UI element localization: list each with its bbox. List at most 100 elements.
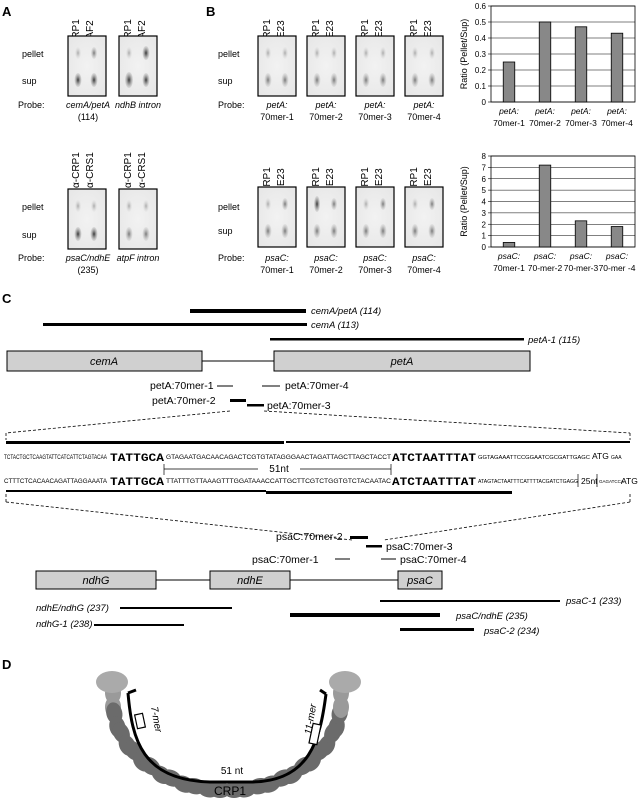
row-label-pellet: pellet [22,202,44,212]
y-tick-label: 1 [482,232,487,241]
blot-spot [411,73,419,87]
x-tick-label: petA: [534,106,555,116]
blot-spot [90,73,98,87]
blot-membrane [67,188,107,250]
rna-strand [127,688,137,695]
x-tick-label: psaC: [569,251,593,261]
x-tick-label: 70-mer -4 [599,263,636,273]
zoom-line [263,410,631,434]
probe-name: 70mer-1 [260,112,294,122]
y-axis-label: Ratio (Pellet/Sup) [459,19,469,90]
repeat-cap [329,671,361,693]
probe-name: petA: [265,100,288,110]
seq-top-right: GGTAGAAATTCCGGAATCGCGATTGAGC [478,455,590,461]
blot-spot [281,73,289,87]
blot-spot [331,47,337,59]
x-tick-label: 70mer-3 [565,118,597,128]
bar [574,26,588,103]
zoom-line [5,410,231,434]
seq-overlay-bar [266,491,512,494]
y-tick-label: 0 [482,243,487,252]
oligo-label-psaC-4: psaC:70mer-4 [400,554,467,566]
probe-label-psaC-ndhE: psaC/ndhE (235) [455,611,528,622]
row-label-sup: sup [22,230,37,240]
bar [502,242,516,248]
blot-spot [74,73,82,87]
blot-spot [379,224,387,238]
zoom-line [5,501,353,541]
bar [574,220,588,248]
seq-bot-tail: GAGATCCA [599,479,624,484]
oligo-label-psaC-2: psaC:70mer-2 [276,531,343,543]
probe-label-petA-1: petA-1 (115) [527,335,580,346]
blot-spot [314,47,320,59]
x-tick-label: 70-mer-3 [564,263,599,273]
probe-number: (114) [78,112,98,122]
probe-label: Probe: [218,100,245,110]
probe-label-ndhG-1: ndhG-1 (238) [36,619,93,630]
probe-name: ndhB intron [115,100,161,110]
seq-bot-mid: TTATTTGTTAAAGTTTGGATAAACCATTGCTTCGTCTGGT… [166,478,391,485]
probe-name: psaC: [264,253,289,263]
probe-name: 70mer-4 [407,112,441,122]
panel-d: 7-mer 11-mer 51 nt CRP1 [96,671,361,798]
row-label-sup: sup [22,76,37,86]
blot-spot [264,73,272,87]
probe-number: (235) [77,265,98,275]
antibody-label: α-OE23 [276,168,287,203]
blot-spot [363,47,369,59]
protein-label-crp1: CRP1 [214,784,246,798]
row-label-pellet: pellet [218,49,240,59]
oligo-label-petA-1: petA:70mer-1 [150,380,214,392]
oligo-label-psaC-1: psaC:70mer-1 [252,554,319,566]
probe-bar-cemA-petA [190,309,306,313]
probe-label: Probe: [18,253,45,263]
blot-spot [125,72,133,88]
antibody-label: α-CRP1 [360,167,371,203]
oligo-bar-psaC-2 [350,536,368,539]
probe-label-cemA: cemA (113) [311,320,359,331]
probe-bar-psaC-2 [400,628,474,631]
zoom-line [383,501,631,541]
motif-bot-1: TATTGCA [110,477,164,489]
probe-name: psaC: [411,253,436,263]
panel-b-blots: pellet sup Probe: pellet sup Probe: [218,49,245,263]
blot-membrane [257,186,297,248]
row-label-sup: sup [218,226,233,236]
row-label-pellet: pellet [22,49,44,59]
probe-label-cemA-petA: cemA/petA (114) [311,306,381,317]
probe-bar-petA-1 [270,338,524,341]
y-tick-label: 5 [482,186,487,195]
y-tick-label: 0.6 [475,2,487,11]
probe-name: petA: [314,100,337,110]
blot-membrane [306,35,346,97]
blot-spot [314,196,320,212]
sequence-top: TCTACTGCTCAAGTATTCATCATTCTAGTACAA [4,455,107,461]
x-tick-label: psaC: [497,251,521,261]
x-tick-label: petA: [570,106,591,116]
gap-label: 25nt [581,476,598,486]
oligo-label-petA-3: petA:70mer-3 [267,400,331,412]
blot-spot [90,227,98,241]
blot-spot [265,47,271,59]
y-axis-label: Ratio (Pellet/Sup) [459,166,469,237]
gene-box-ndhG [35,570,157,590]
x-tick-label: 70-mer-2 [528,263,563,273]
probe-name: psaC: [313,253,338,263]
panel-c: cemA/petA (114) cemA (113) petA-1 (115) … [4,306,638,637]
blot-spot [142,46,150,60]
y-tick-label: 8 [482,152,487,161]
motif-label-11mer: 11-mer [303,702,319,735]
blot-spot [143,200,149,212]
panel-a: α-CRP1 α-CAF2 pellet sup Probe: cemA/pet… [18,19,161,275]
blot-spot [411,224,419,238]
probe-name: psaC/ndhE [65,253,112,263]
motif-top-1: TATTGCA [110,453,164,465]
blot-spot [282,47,288,59]
blot-spot [75,200,81,212]
y-tick-label: 3 [482,209,487,218]
blot-spot [142,73,150,87]
y-tick-label: 0.4 [475,34,487,43]
blot-spot [74,227,82,241]
